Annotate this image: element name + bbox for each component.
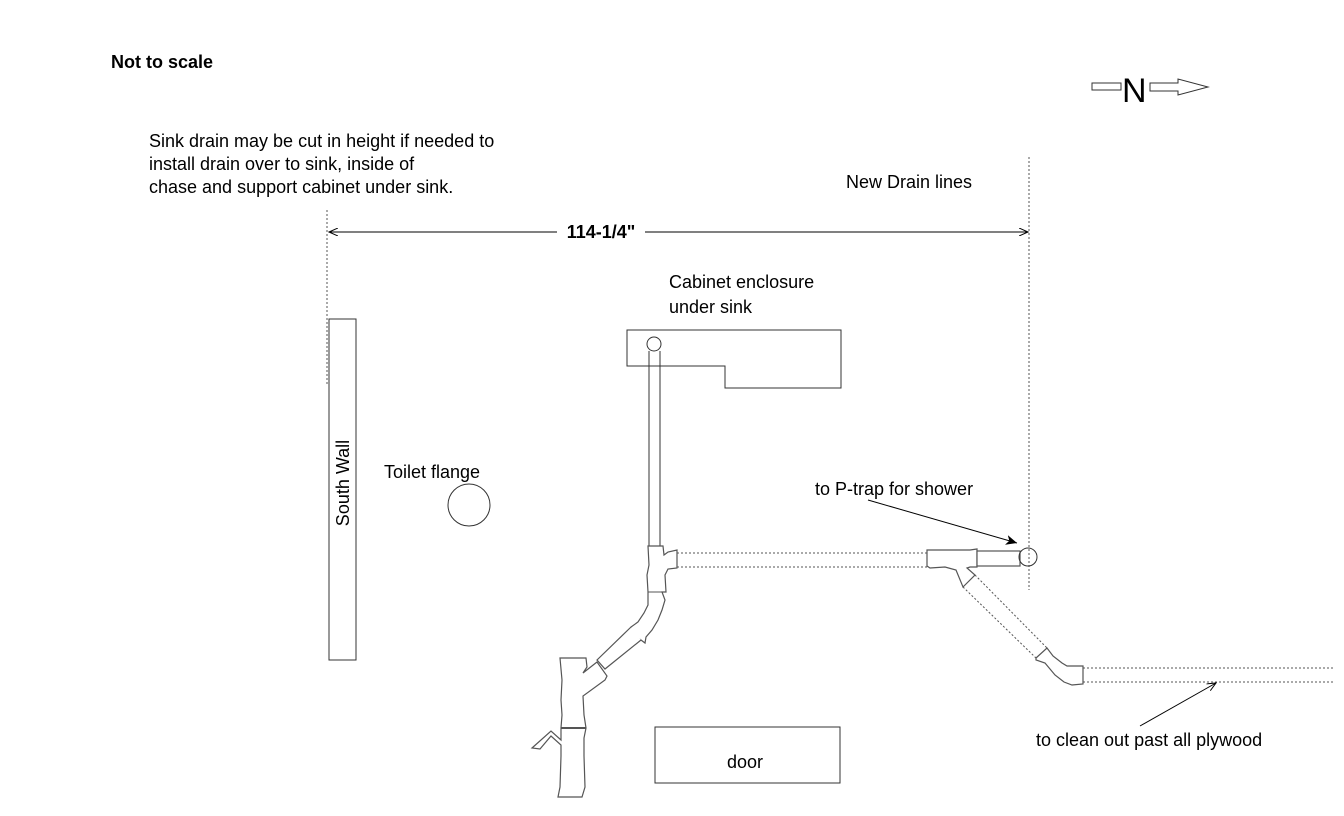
cabinet-label: Cabinet enclosure xyxy=(669,272,814,292)
note-line: Sink drain may be cut in height if neede… xyxy=(149,131,494,151)
clean-out-leader xyxy=(1139,683,1216,727)
sink-drain xyxy=(646,336,662,352)
cabinet-label: under sink xyxy=(669,297,753,317)
drain-line-diagonal xyxy=(962,574,1084,686)
door-label: door xyxy=(727,752,763,772)
shower-p-trap-connection xyxy=(1018,547,1038,567)
toilet-flange-label: Toilet flange xyxy=(384,462,480,482)
north-label: N xyxy=(1122,72,1147,110)
left-fittings xyxy=(530,545,678,798)
dimension-label: 114-1/4" xyxy=(567,222,636,242)
north-arrow-icon: N xyxy=(1091,72,1210,110)
note-line: install drain over to sink, inside of xyxy=(149,154,415,174)
toilet-flange xyxy=(447,483,491,527)
p-trap-leader xyxy=(867,499,1018,545)
clean-out-label: to clean out past all plywood xyxy=(1036,730,1262,750)
not-to-scale-label: Not to scale xyxy=(111,52,213,72)
shower-wye-fitting xyxy=(926,548,1021,589)
south-wall xyxy=(328,318,357,661)
drain-line-horizontal xyxy=(677,552,927,568)
new-drain-label: New Drain lines xyxy=(846,172,972,192)
p-trap-label: to P-trap for shower xyxy=(815,479,973,499)
south-wall-label: South Wall xyxy=(333,440,353,526)
cabinet-enclosure xyxy=(626,329,842,389)
door xyxy=(654,726,841,784)
note-line: chase and support cabinet under sink. xyxy=(149,177,453,197)
sink-drain-pipe xyxy=(648,351,661,546)
clean-out-line xyxy=(1083,667,1335,683)
